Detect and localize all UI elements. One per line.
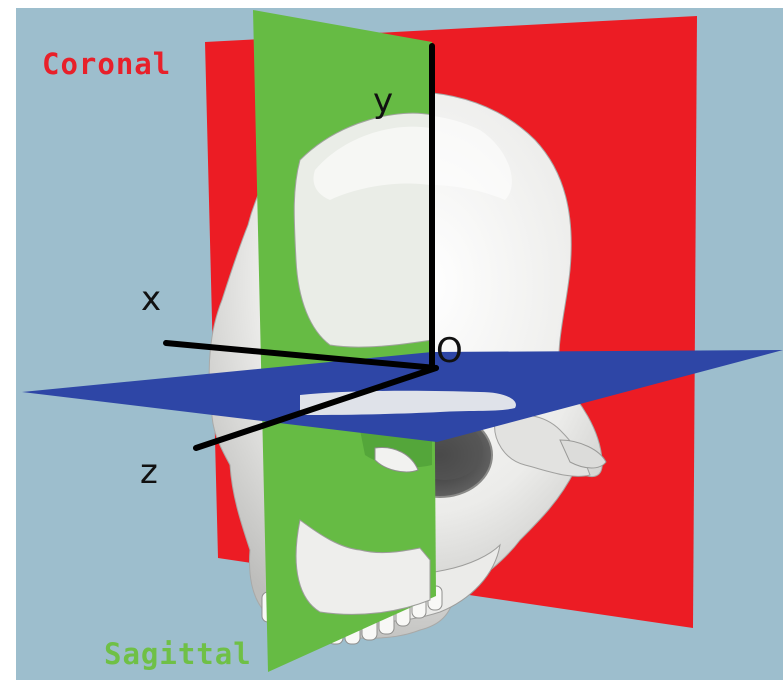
z-axis-label: z <box>140 452 158 492</box>
y-axis-label: y <box>373 81 393 121</box>
coronal-label: Coronal <box>42 47 171 81</box>
x-axis-label: x <box>141 279 161 319</box>
sagittal-label: Sagittal <box>104 637 252 671</box>
origin-label: O <box>436 331 463 371</box>
